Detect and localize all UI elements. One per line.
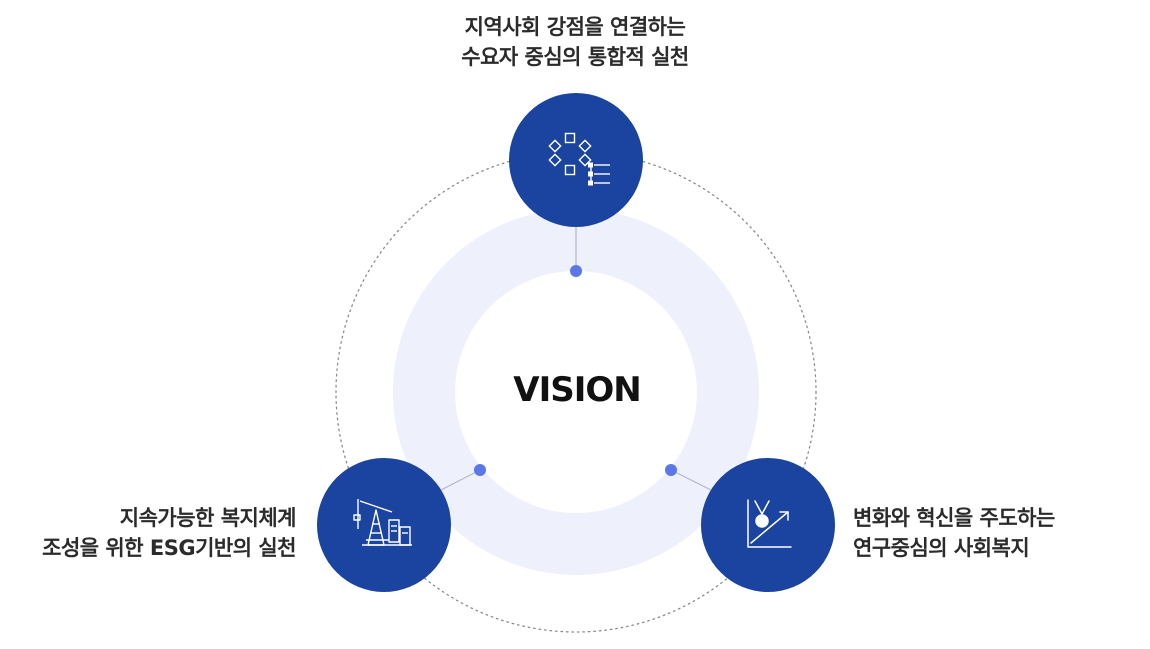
pillar-caption-top: 지역사회 강점을 연결하는 수요자 중심의 통합적 실천 <box>325 12 825 72</box>
pillar-top-line1: 지역사회 강점을 연결하는 <box>464 15 686 39</box>
vision-title: VISION <box>513 370 641 410</box>
ring-dot-left <box>474 464 486 476</box>
pillar-left-line1: 지속가능한 복지체계 <box>119 506 297 530</box>
orbit-circle <box>335 151 817 633</box>
pump-jack-icon <box>353 499 412 546</box>
pillar-caption-left: 지속가능한 복지체계 조성을 위한 ESG기반의 실천 <box>0 503 296 563</box>
ring-dot-top <box>570 265 582 277</box>
medal-growth-icon <box>747 499 792 548</box>
pillar-caption-right: 변화와 혁신을 주도하는 연구중심의 사회복지 <box>853 503 1055 563</box>
connector-left <box>440 469 481 491</box>
pillar-right-line2: 연구중심의 사회복지 <box>853 536 1030 560</box>
pillar-top-line2: 수요자 중심의 통합적 실천 <box>461 45 689 69</box>
ring-dot-right <box>665 464 677 476</box>
pillar-node-right <box>701 458 835 592</box>
pillar-node-left <box>317 458 451 592</box>
pillar-node-top <box>509 93 643 227</box>
pillar-right-line1: 변화와 혁신을 주도하는 <box>853 506 1055 530</box>
connector-right <box>670 469 712 491</box>
pillar-left-line2: 조성을 위한 ESG기반의 실천 <box>42 536 296 560</box>
